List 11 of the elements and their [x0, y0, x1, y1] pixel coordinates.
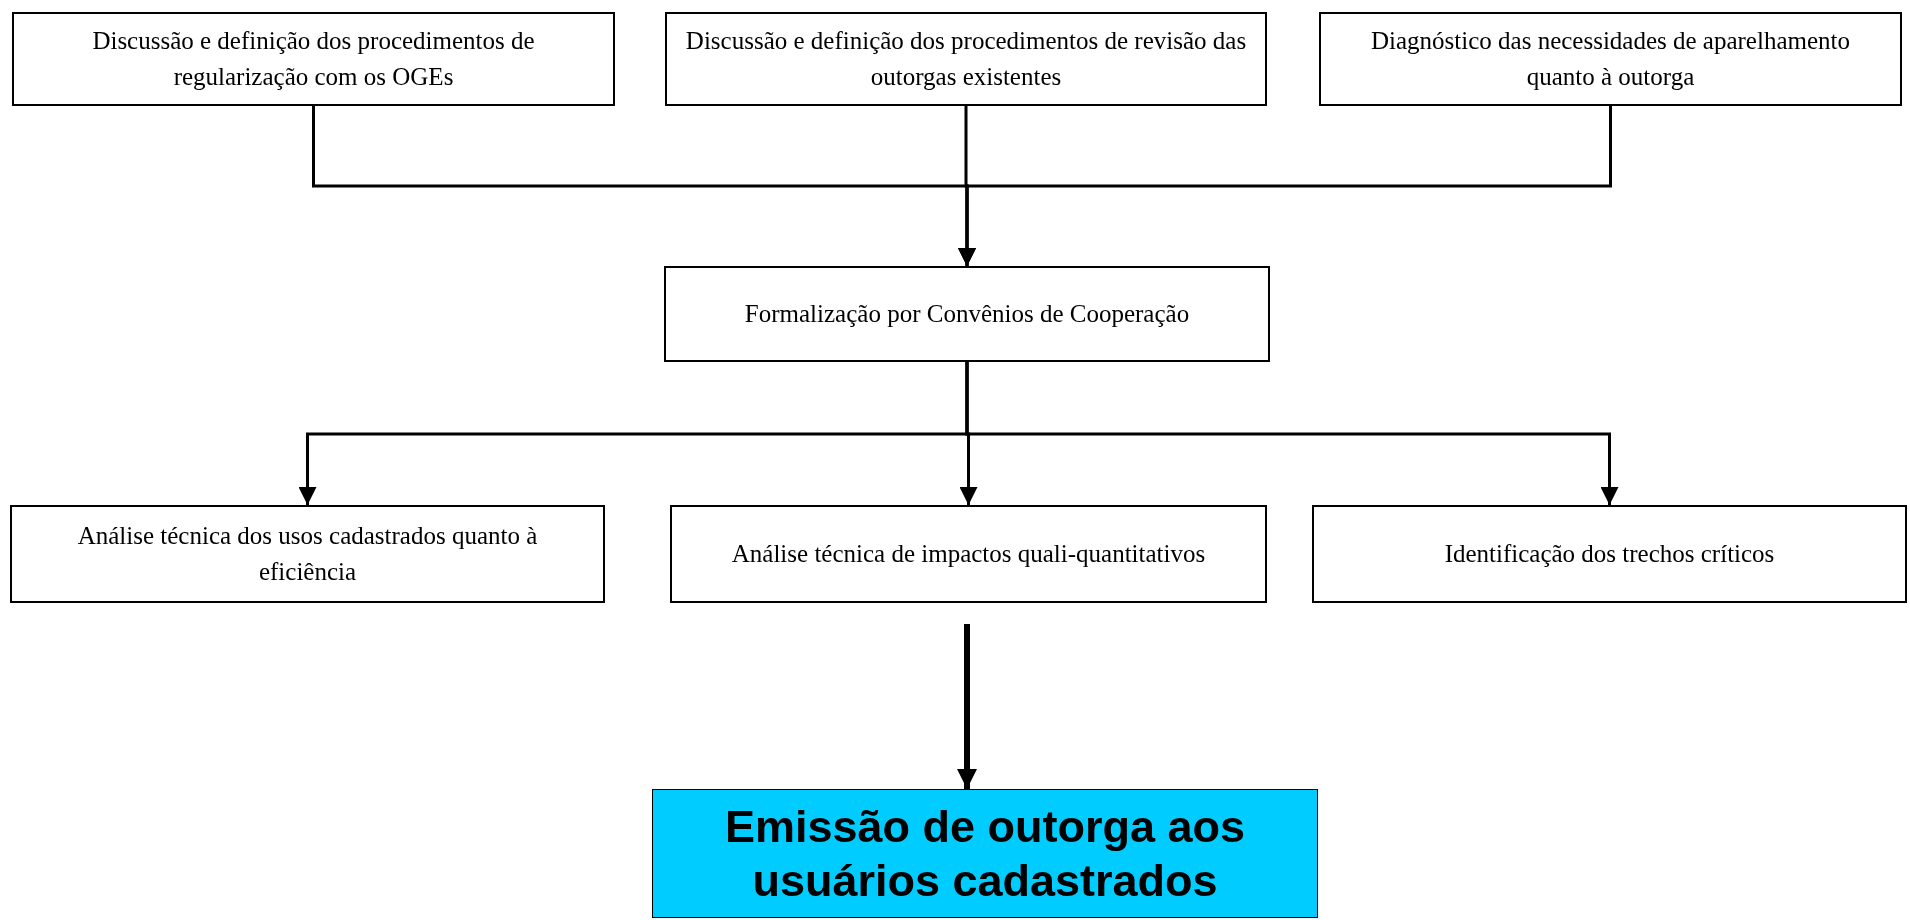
arrow [956, 624, 978, 789]
process-box: Análise técnica dos usos cadastrados quanto à eficiência [10, 505, 605, 603]
process-box: Discussão e definição dos procedimentos de revisão das outorgas existentes [665, 12, 1267, 106]
process-box: Discussão e definição dos procedimentos de regularização com os OGEs [12, 12, 615, 106]
process-box: Formalização por Convênios de Cooperação [664, 266, 1270, 362]
process-box: Diagnóstico das necessidades de aparelhamento quanto à outorga [1319, 12, 1902, 106]
result-box: Emissão de outorga aos usuários cadastrados [652, 789, 1318, 918]
process-box: Análise técnica de impactos quali-quantitativos [670, 505, 1267, 603]
arrow [958, 106, 1612, 266]
arrow [965, 362, 1619, 505]
process-box: Identificação dos trechos críticos [1312, 505, 1907, 603]
